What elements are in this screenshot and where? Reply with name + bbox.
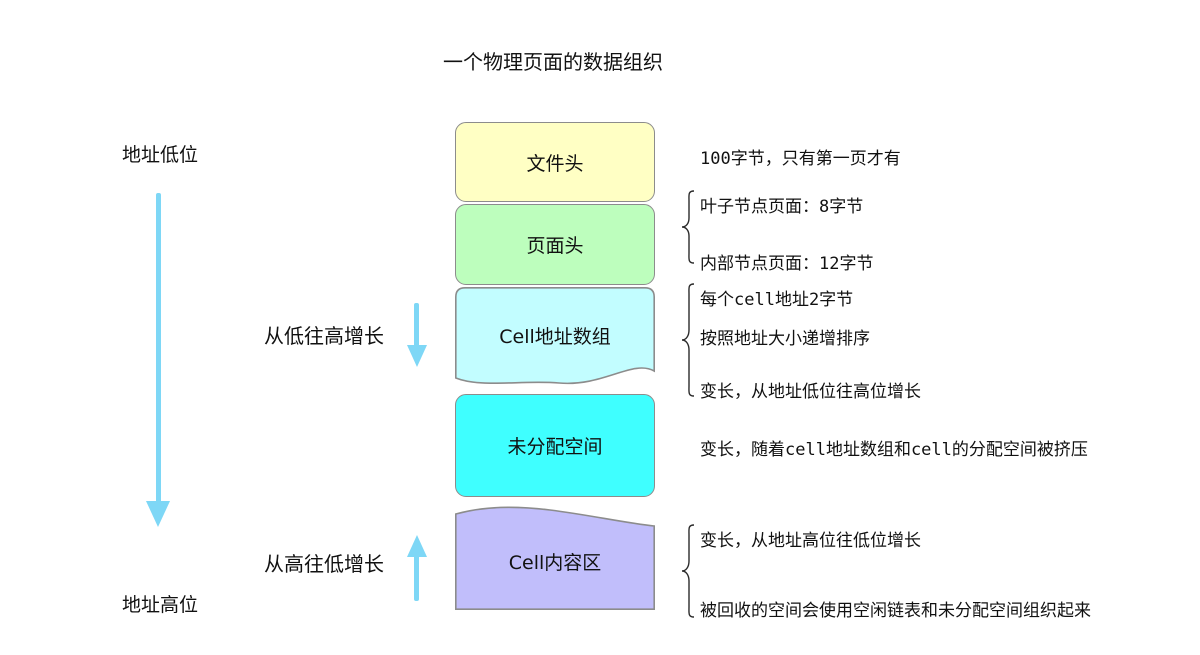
unallocated-space-label: 未分配空间	[507, 436, 603, 458]
cell-content-box	[455, 506, 655, 610]
cell-content-shape	[455, 506, 655, 610]
brace-icon	[681, 283, 695, 397]
growth-down-arrow-icon	[407, 303, 427, 367]
page-title: 一个物理页面的数据组织	[443, 50, 663, 74]
annotation-cell-addr-growth: 变长，从地址低位往高位增长	[700, 382, 921, 402]
arrow-shaft	[414, 555, 419, 601]
cell-address-array-shape	[455, 287, 655, 385]
annotation-cell-content-freelist: 被回收的空间会使用空闲链表和未分配空间组织起来	[700, 601, 1091, 621]
arrow-head-up-icon	[407, 535, 427, 557]
annotation-cell-addr-order: 按照地址大小递增排序	[700, 329, 870, 349]
growth-high-to-low-label: 从高往低增长	[264, 552, 384, 576]
growth-low-to-high-label: 从低往高增长	[264, 324, 384, 348]
annotation-cell-content-growth: 变长，从地址高位往低位增长	[700, 531, 921, 551]
brace-icon	[681, 190, 695, 264]
cell-address-array-label: Cell地址数组	[499, 326, 611, 348]
annotation-page-header-group: 叶子节点页面：8字节 内部节点页面：12字节	[678, 190, 1158, 274]
growth-up-arrow-icon	[407, 535, 427, 603]
address-direction-arrow	[146, 193, 171, 528]
cell-address-array-box	[455, 287, 655, 385]
page-header-box: 页面头	[455, 204, 655, 285]
unallocated-space-box: 未分配空间	[455, 394, 655, 497]
annotation-cell-addr-size: 每个cell地址2字节	[700, 290, 854, 310]
annotation-cell-addr-group: 每个cell地址2字节 按照地址大小递增排序 变长，从地址低位往高位增长	[678, 283, 1158, 402]
arrow-shaft	[414, 303, 419, 347]
arrow-head-down-icon	[407, 345, 427, 367]
annotation-cell-content-group: 变长，从地址高位往低位增长 被回收的空间会使用空闲链表和未分配空间组织起来	[678, 524, 1198, 621]
file-header-label: 文件头	[526, 152, 584, 175]
brace-icon	[681, 524, 695, 618]
address-low-label: 地址低位	[122, 144, 199, 166]
cell-content-label: Cell内容区	[508, 552, 602, 574]
file-header-box: 文件头	[455, 122, 655, 202]
annotation-internal-page: 内部节点页面：12字节	[700, 254, 874, 274]
page-header-label: 页面头	[526, 235, 584, 257]
annotation-leaf-page: 叶子节点页面：8字节	[700, 197, 864, 217]
arrow-shaft	[156, 193, 161, 504]
annotation-file-header: 100字节，只有第一页才有	[700, 149, 901, 169]
annotation-unallocated: 变长，随着cell地址数组和cell的分配空间被挤压	[700, 440, 1088, 460]
address-high-label: 地址高位	[122, 594, 199, 616]
arrow-head-down-icon	[146, 501, 170, 527]
